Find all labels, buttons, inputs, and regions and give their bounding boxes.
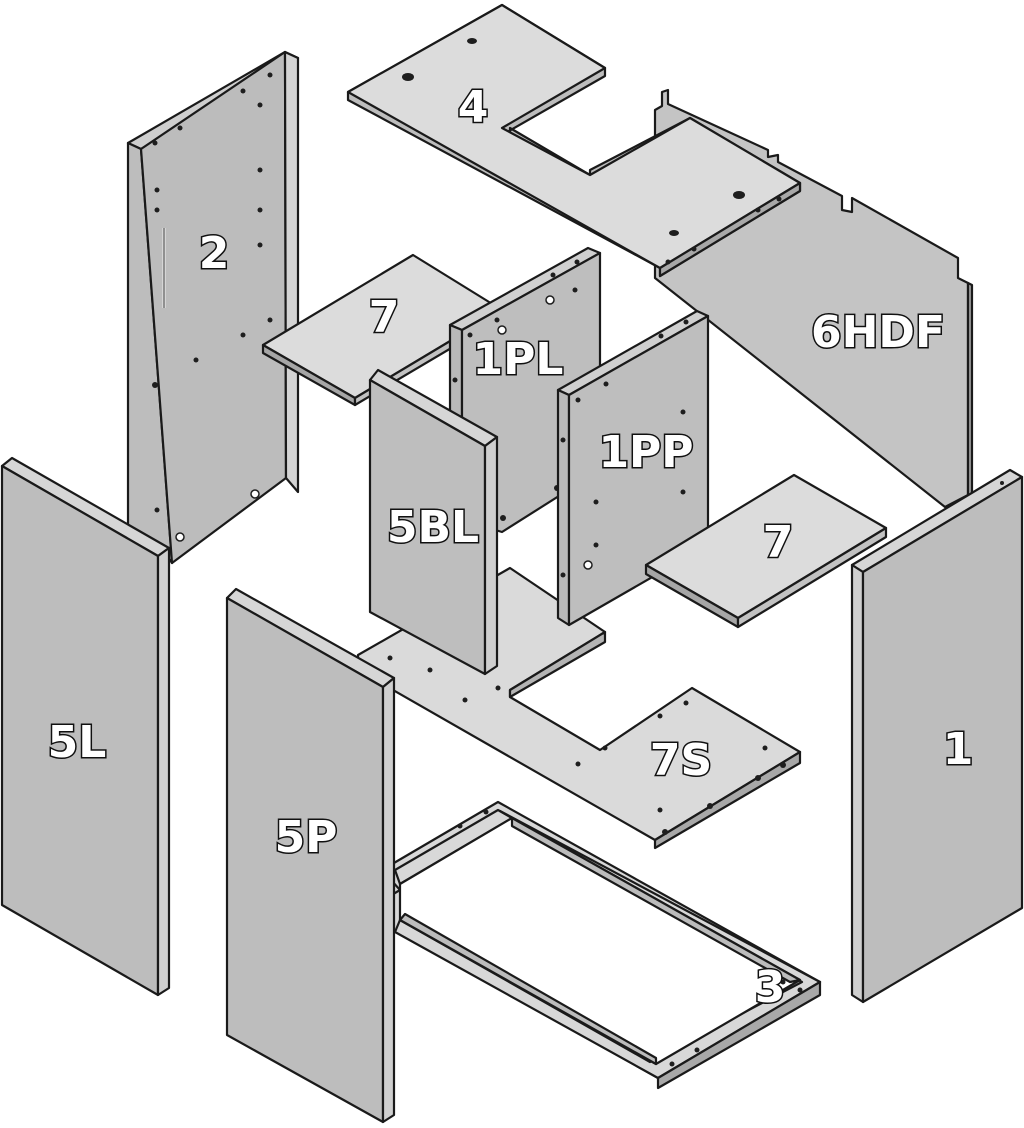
panel-5l — [0, 456, 171, 997]
label-part-1pp: 1PP — [598, 427, 693, 478]
panel-5bl — [368, 368, 499, 676]
label-part-4: 4 — [458, 82, 489, 133]
label-part-6hdf: 6HDF — [811, 307, 945, 358]
label-part-7-right: 7 — [763, 517, 794, 568]
label-part-7-left: 7 — [369, 292, 400, 343]
label-part-3: 3 — [755, 962, 786, 1013]
label-part-7s: 7S — [650, 735, 712, 786]
frame-3 — [348, 800, 822, 1090]
label-part-1: 1 — [943, 724, 974, 775]
panel-5p — [225, 587, 396, 1124]
shelf-7-right — [644, 473, 888, 629]
label-part-5l: 5L — [48, 717, 107, 768]
label-part-5p: 5P — [275, 812, 338, 863]
panel-2 — [126, 50, 300, 565]
label-part-5bl: 5BL — [387, 502, 479, 553]
label-part-1pl: 1PL — [473, 334, 564, 385]
panel-1 — [850, 468, 1024, 1004]
label-part-2: 2 — [199, 228, 230, 279]
panel-4 — [346, 3, 802, 278]
